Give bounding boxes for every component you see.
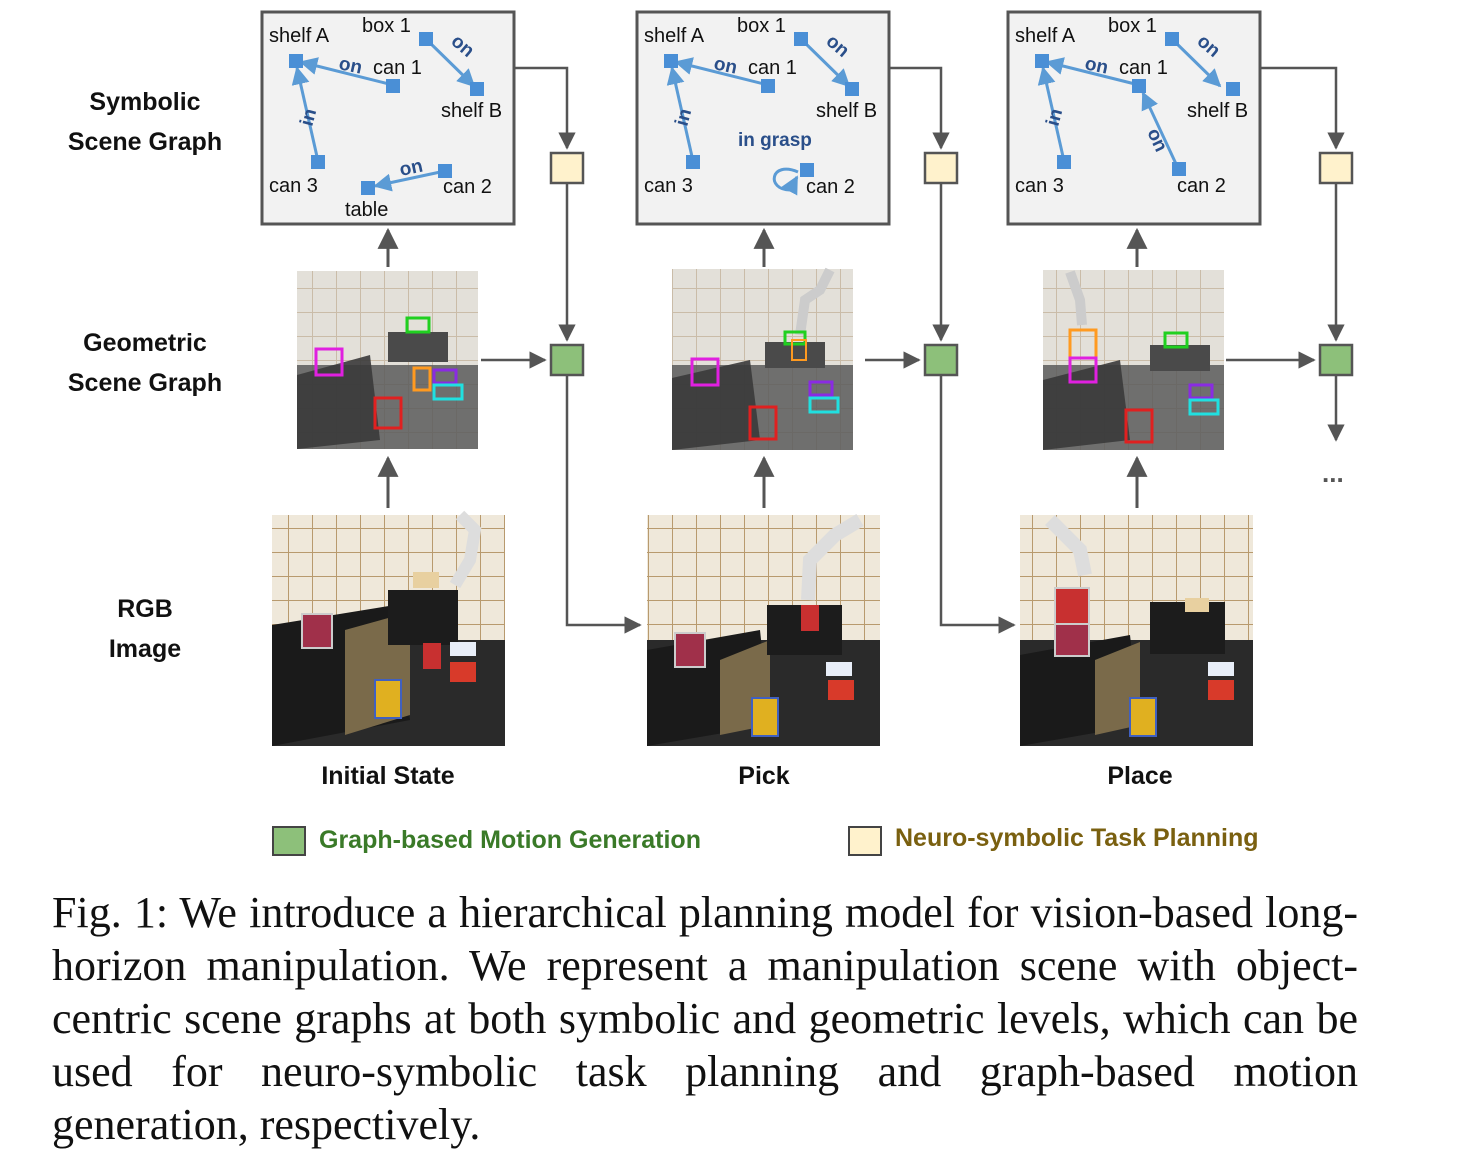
motion-generation-node-1 (549, 343, 585, 377)
geometric-scene-graph-initial (297, 271, 478, 449)
scene-graph-place: shelf A box 1 can 1 shelf B can 3 can 2 … (1006, 10, 1262, 226)
label-can2: can 2 (443, 176, 492, 198)
label-can1: can 1 (1119, 57, 1168, 79)
label-shelf-a: shelf A (269, 25, 330, 47)
node-can2 (438, 164, 452, 178)
rel-in-can3: in (297, 107, 322, 129)
legend-label-motion: Graph-based Motion Generation (319, 826, 701, 854)
node-shelf-a (664, 54, 678, 68)
connectors (377, 66, 1354, 634)
label-can2: can 2 (1177, 175, 1226, 197)
task-planning-node-1 (549, 151, 585, 185)
rel-in-can3: in (672, 107, 697, 129)
label-can1: can 1 (748, 57, 797, 79)
col-label-pick: Pick (738, 762, 790, 790)
geometric-scene-graph-pick (672, 267, 853, 450)
task-planning-node-3 (1318, 151, 1354, 185)
col-label-place: Place (1107, 762, 1173, 790)
node-can3 (1057, 155, 1071, 169)
label-box1: box 1 (737, 15, 786, 37)
label-shelf-b: shelf B (441, 100, 502, 122)
rel-on-can1: on (1083, 53, 1110, 78)
node-shelf-a (289, 54, 303, 68)
label-shelf-a: shelf A (1015, 25, 1076, 47)
rel-on-can1: on (337, 53, 364, 78)
node-can2 (1172, 162, 1186, 176)
figure-caption: Fig. 1: We introduce a hierarchical plan… (52, 888, 1358, 1149)
label-shelf-a: shelf A (644, 25, 705, 47)
rel-on-can1: on (712, 53, 739, 78)
label-shelf-b: shelf B (1187, 100, 1248, 122)
node-box1 (1165, 32, 1179, 46)
node-shelf-b (470, 82, 484, 96)
node-can1 (761, 79, 775, 93)
geometric-scene-graph-place (1043, 270, 1224, 450)
label-shelf-b: shelf B (816, 100, 877, 122)
figure-canvas: shelf A box 1 can 1 shelf B can 3 can 2 … (260, 10, 1354, 746)
col-label-initial: Initial State (321, 762, 455, 790)
label-can1: can 1 (373, 57, 422, 79)
legend-label-task: Neuro-symbolic Task Planning (895, 824, 1259, 852)
node-can3 (311, 155, 325, 169)
label-can3: can 3 (1015, 175, 1064, 197)
node-shelf-a (1035, 54, 1049, 68)
label-can3: can 3 (269, 175, 318, 197)
legend-swatch-task (848, 826, 882, 856)
rgb-image-pick (647, 513, 880, 746)
label-can2: can 2 (806, 176, 855, 198)
continuation-ellipsis: ... (1322, 458, 1344, 488)
rgb-image-place (1020, 515, 1253, 746)
rel-in-grasp: in grasp (738, 130, 812, 151)
rgb-image-initial (272, 510, 505, 746)
rel-in-can3: in (1043, 107, 1068, 129)
label-box1: box 1 (362, 15, 411, 37)
motion-generation-node-3 (1318, 343, 1354, 377)
motion-generation-node-2 (923, 343, 959, 377)
node-can3 (686, 155, 700, 169)
node-table (361, 181, 375, 195)
label-can3: can 3 (644, 175, 693, 197)
node-shelf-b (845, 82, 859, 96)
node-can1 (1132, 79, 1146, 93)
scene-graph-pick: shelf A box 1 can 1 shelf B can 3 can 2 … (635, 10, 891, 226)
node-shelf-b (1226, 82, 1240, 96)
scene-graph-initial: shelf A box 1 can 1 shelf B can 3 can 2 … (260, 10, 516, 226)
label-table: table (345, 199, 388, 221)
label-box1: box 1 (1108, 15, 1157, 37)
legend-swatch-motion (272, 826, 306, 856)
task-planning-node-2 (923, 151, 959, 185)
node-can2 (800, 163, 814, 177)
rel-on-can2: on (398, 156, 425, 181)
node-box1 (794, 32, 808, 46)
node-can1 (386, 79, 400, 93)
node-box1 (419, 32, 433, 46)
